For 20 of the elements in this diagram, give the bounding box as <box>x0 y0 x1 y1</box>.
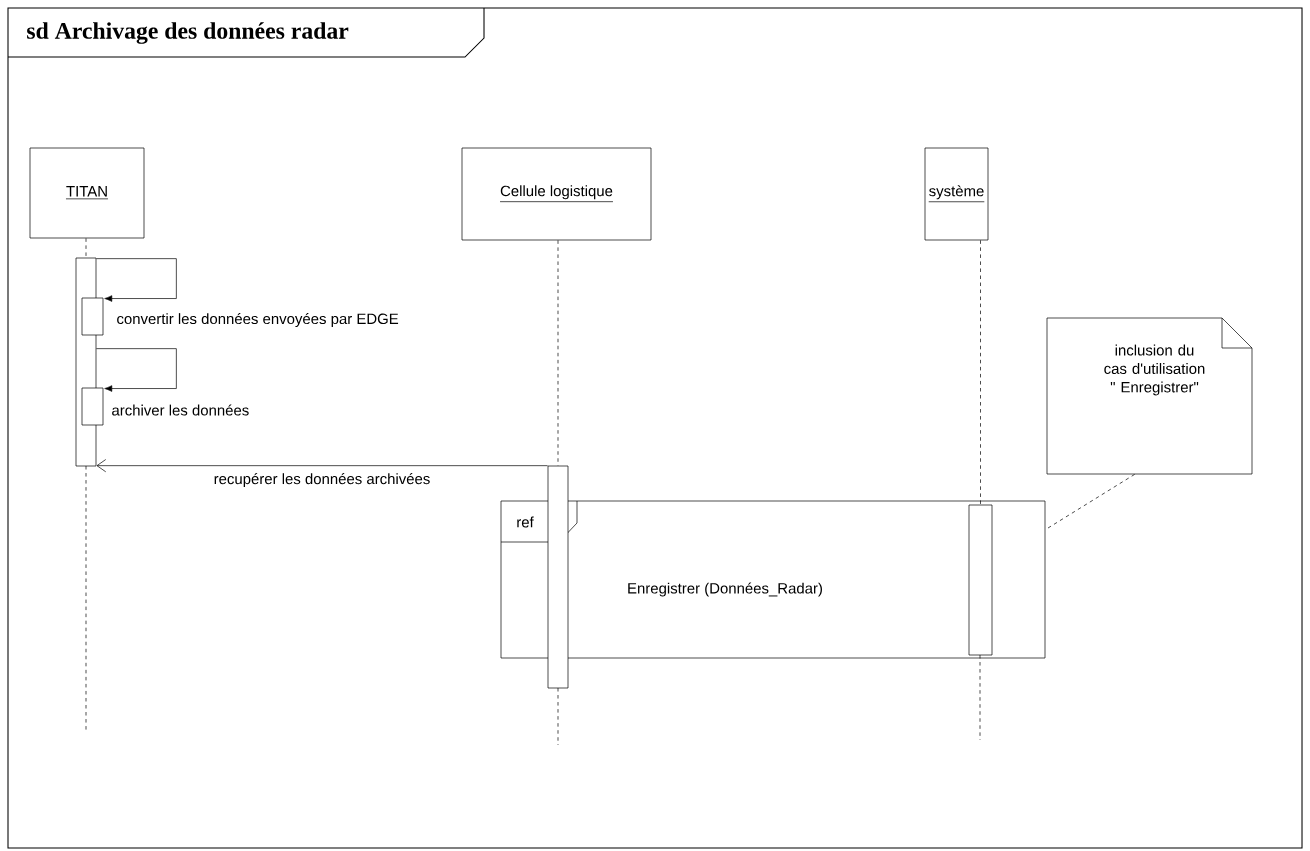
self-message-arrow <box>96 258 177 302</box>
lifeline-head-box: Cellule logistique <box>461 147 652 241</box>
activation-bar <box>968 504 993 656</box>
diagram-title: sd Archivage des données radar <box>7 7 485 58</box>
lifeline-head-box: système <box>924 147 989 241</box>
self-message-arrow <box>96 348 177 392</box>
leader-line <box>1045 474 1135 530</box>
message-label: convertir les données envoyées par EDGE <box>114 311 401 329</box>
activation-bar <box>81 297 104 336</box>
lifeline-head-box: TITAN <box>29 147 145 239</box>
activation-bar <box>547 465 569 689</box>
message-label: recupérer les données archivées <box>211 471 433 489</box>
lifeline <box>85 238 87 258</box>
note-box: inclusion du cas d'utilisation " Enregistrer" <box>1046 317 1253 475</box>
lifeline <box>980 240 981 505</box>
ref-frame: ref Enregistrer (Données_Radar) <box>500 500 1046 659</box>
message-arrow <box>96 459 548 473</box>
lifeline <box>557 240 559 466</box>
activation-bar <box>81 387 104 426</box>
message-label: archiver les données <box>109 402 252 418</box>
